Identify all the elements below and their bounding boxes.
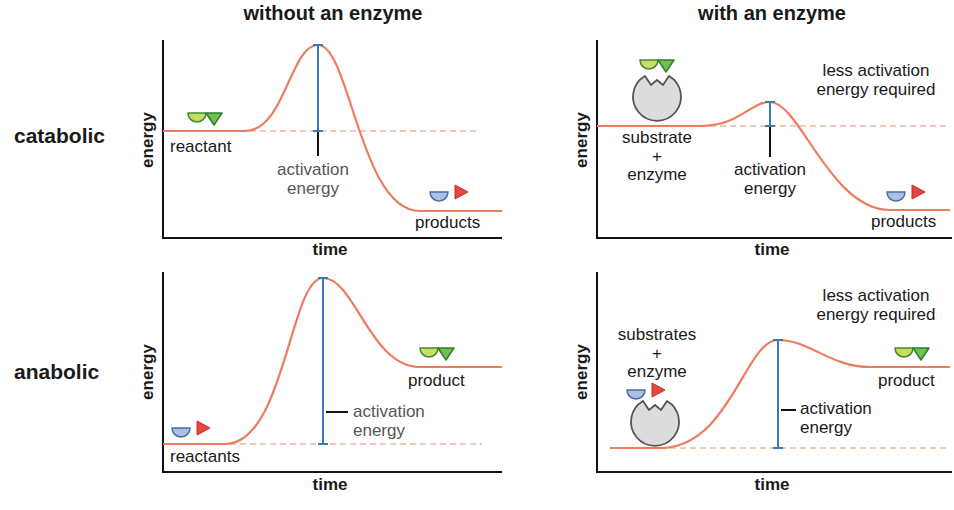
state-label: products [871, 213, 951, 232]
row-heading: catabolic [14, 124, 134, 147]
state-label: product [878, 372, 948, 391]
axis-label: time [742, 476, 802, 495]
activation-label: activation energy [353, 403, 453, 440]
note-label: less activation energy required [801, 287, 951, 324]
axis-label: time [300, 476, 360, 495]
axis-label: energy [138, 105, 158, 175]
column-heading: without an enzyme [203, 2, 463, 24]
state-label: products [415, 214, 501, 233]
column-heading: with an enzyme [642, 2, 902, 24]
note-label: less activation energy required [801, 62, 951, 99]
axis-label: energy [572, 105, 592, 175]
state-label: product [408, 372, 488, 391]
state-label: reactants [170, 448, 270, 467]
axis-label: time [300, 241, 360, 260]
activation-label: activation energy [800, 400, 900, 437]
state-label: substrate + enzyme [607, 129, 707, 185]
molecule-icon [172, 60, 929, 437]
axis-label: energy [138, 337, 158, 407]
axis-label: time [742, 241, 802, 260]
leader-line [318, 127, 796, 412]
activation-bar [313, 45, 783, 448]
energy-curve [163, 45, 950, 448]
activation-label: activation energy [263, 161, 363, 198]
activation-label: activation energy [720, 161, 820, 198]
reference-line [230, 126, 950, 448]
state-label: reactant [170, 138, 270, 157]
state-label: substrates + enzyme [607, 326, 707, 382]
axes [163, 40, 952, 472]
row-heading: anabolic [14, 360, 134, 383]
axis-label: energy [572, 337, 592, 407]
